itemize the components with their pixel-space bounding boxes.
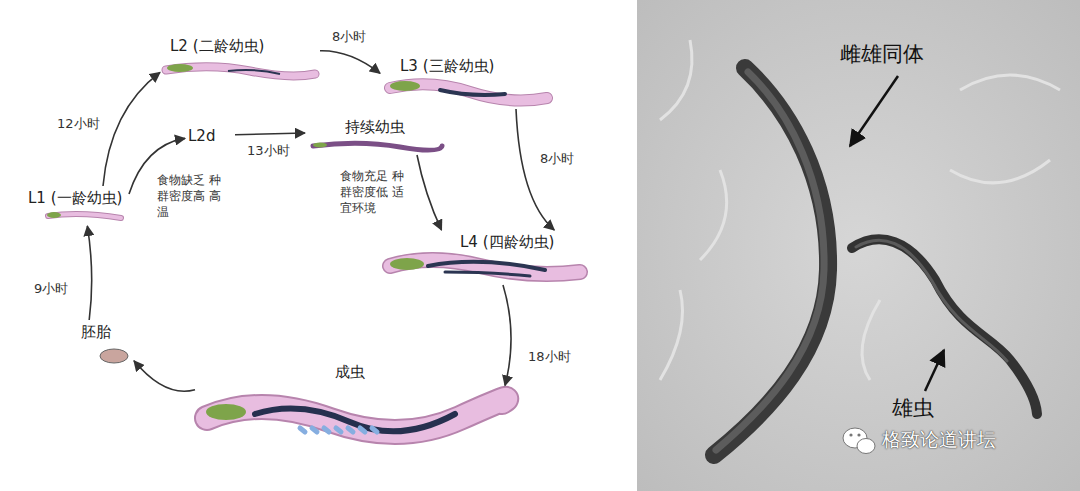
stage-node: L2d (185, 124, 235, 148)
condition-note: 食物充足 种群密度低 适宜环境 (338, 168, 408, 217)
stage-node: L3 (三龄幼虫) (380, 54, 550, 109)
duration-label: 8小时 (538, 150, 576, 168)
wechat-icon (843, 428, 875, 454)
stage-label: 持续幼虫 (345, 118, 405, 136)
stage-label: L3 (三龄幼虫) (400, 57, 494, 75)
lifecycle-arrow (516, 109, 554, 230)
lifecycle-arrow (235, 133, 305, 135)
hermaphrodite-worm (714, 68, 828, 455)
l4-worm (390, 258, 580, 276)
stage-label: L2 (二龄幼虫) (170, 37, 264, 55)
lifecycle-arrow (134, 361, 195, 391)
lifecycle-arrow (103, 72, 160, 186)
leader-arrow (925, 350, 944, 391)
l3-worm (390, 81, 547, 100)
l1-worm (47, 212, 121, 218)
photo-tracks (660, 40, 1060, 380)
stage-label: 成虫 (335, 363, 365, 381)
stage-node: 持续幼虫 (305, 115, 445, 155)
duration-label: 8小时 (330, 28, 368, 46)
lifecycle-arrow (417, 155, 442, 230)
stage-node: L4 (四龄幼虫) (380, 230, 585, 285)
stage-label: L4 (四龄幼虫) (460, 233, 554, 251)
stage-node: L1 (一龄幼虫) (25, 186, 129, 226)
lifecycle-arrow (503, 285, 511, 386)
condition-note: 食物缺乏 种群密度高 高温 (155, 172, 225, 221)
stage-label: L2d (188, 127, 215, 145)
stage-node: 成虫 (195, 360, 505, 445)
l2-worm (166, 64, 315, 76)
stage-node: L2 (二龄幼虫) (160, 34, 320, 82)
lifecycle-arrow (320, 51, 380, 73)
photo-label: 雌雄同体 (840, 42, 924, 67)
stage-label: 胚胎 (81, 323, 111, 341)
stage-node: 胚胎 (78, 320, 134, 368)
male-worm (852, 239, 1037, 414)
adult-worm (206, 399, 506, 432)
duration-label: 18小时 (526, 348, 573, 366)
duration-label: 9小时 (32, 280, 70, 298)
leader-arrow (850, 76, 898, 146)
duration-label: 13小时 (245, 142, 292, 160)
stage-label: L1 (一龄幼虫) (28, 189, 122, 207)
watermark: 格致论道讲坛 (882, 428, 996, 451)
photo-label: 雄虫 (892, 396, 934, 421)
lifecycle-arrow (87, 226, 91, 320)
photo-panel (637, 0, 1080, 491)
dauer-worm (313, 143, 442, 151)
duration-label: 12小时 (55, 115, 102, 133)
embryo-egg (100, 349, 128, 363)
